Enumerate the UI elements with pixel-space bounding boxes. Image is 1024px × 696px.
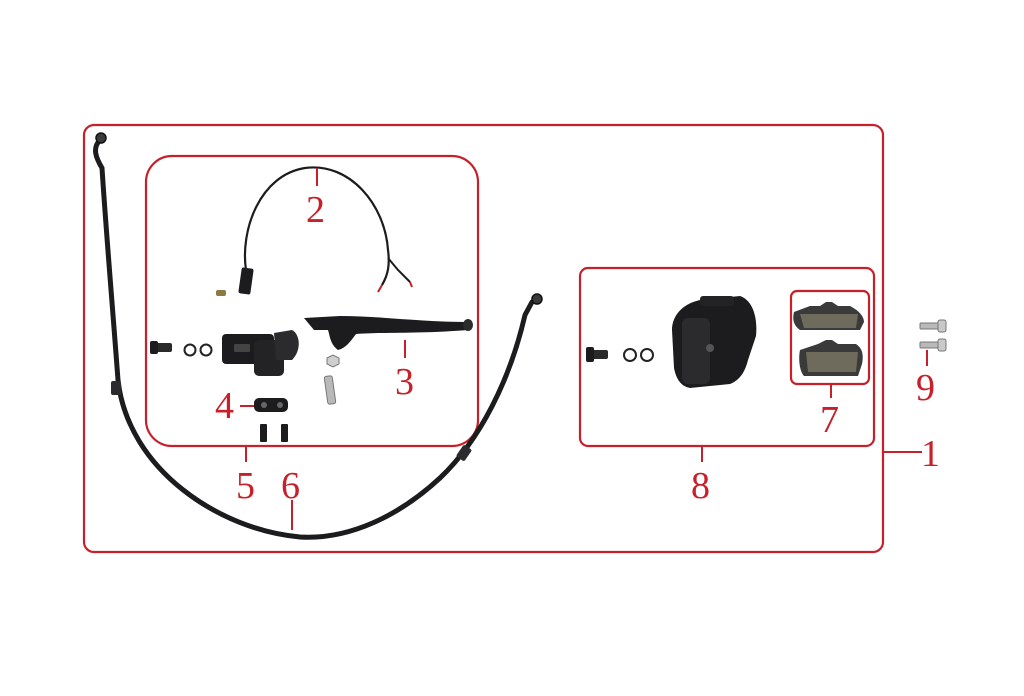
brake-pad-lower [799, 340, 863, 376]
caliper-bolt [586, 347, 608, 362]
callout-9: 9 [916, 367, 935, 409]
washer-2 [199, 343, 213, 357]
hose-banjo-top [95, 132, 107, 144]
hose-clip [456, 445, 472, 461]
assembly-frame-1 [82, 123, 885, 554]
hose-banjo-end [531, 293, 543, 305]
lever-clamp [254, 398, 288, 412]
caliper-washer-1 [623, 348, 637, 362]
clamp-bolts [260, 424, 288, 442]
switch-plunger [216, 290, 226, 296]
brake-caliper [672, 296, 757, 388]
callout-5: 5 [236, 465, 255, 507]
callout-7: 7 [820, 399, 839, 441]
callout-1: 1 [921, 433, 940, 475]
master-cylinder-frame-5 [144, 154, 480, 448]
switch-connector [238, 267, 254, 295]
callout-6: 6 [281, 465, 300, 507]
lever-pivot-nut [326, 354, 340, 368]
master-cylinder-bolt [150, 341, 172, 354]
lever-pivot-bolt [323, 375, 337, 405]
callout-8: 8 [691, 465, 710, 507]
master-cylinder-body [222, 330, 299, 376]
caliper-mount-bolt-upper [919, 319, 947, 333]
brake-switch-wire [216, 166, 413, 296]
caliper-frame-8 [578, 266, 876, 448]
callout-4: 4 [215, 385, 234, 427]
brake-lever [304, 316, 473, 350]
callout-3: 3 [395, 361, 414, 403]
caliper-washer-2 [640, 348, 654, 362]
washer-1 [183, 343, 197, 357]
brake-hose [93, 132, 543, 540]
callout-2: 2 [306, 189, 325, 231]
caliper-mount-bolt-lower [919, 338, 947, 352]
hose-sleeve [111, 381, 121, 395]
brake-pad-upper [793, 302, 864, 330]
